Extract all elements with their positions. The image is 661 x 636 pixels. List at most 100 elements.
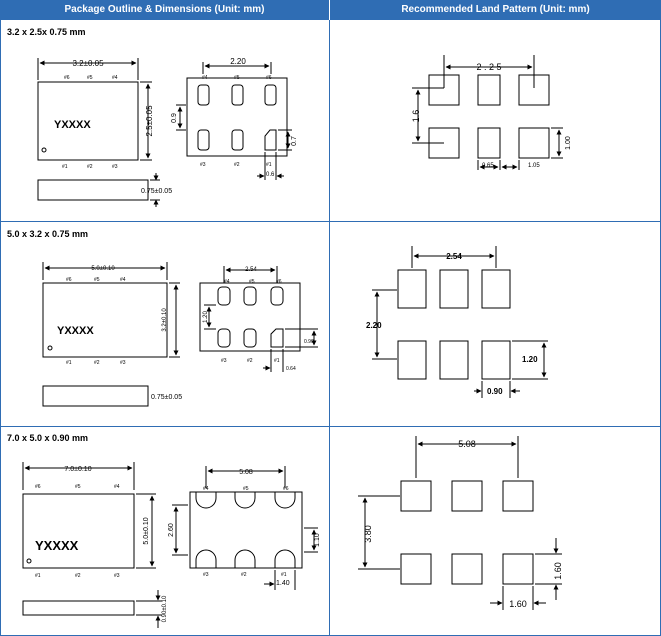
pkg2-thickness-label: 0.75±0.05	[151, 394, 182, 401]
pkg3-body	[22, 493, 135, 569]
land1-gap-label: 1.05	[528, 163, 540, 169]
land3-pad	[451, 480, 483, 512]
pkg3-bv-pin-bottom-1: #3	[203, 572, 209, 578]
pkg2-pad-len-label: 0.90	[304, 339, 314, 345]
pkg1-pin-bottom-2: #2	[87, 164, 93, 170]
land1-pad-h-label: 1.00	[565, 136, 572, 150]
land2-pad	[439, 340, 469, 380]
pkg2-pin-top-2: #5	[94, 277, 100, 283]
pkg2-bv-pin-top-2: #5	[249, 279, 255, 285]
pkg3-pad	[195, 491, 217, 509]
land1-x-label: 2 . 2 5	[476, 62, 501, 72]
pkg2-pin-top-3: #4	[120, 277, 126, 283]
land3-pad	[400, 480, 432, 512]
pkg3-bottom-body	[189, 491, 303, 569]
pkg2-pad-pin1	[270, 328, 284, 348]
pkg1-pin-bottom-1: #1	[62, 164, 68, 170]
pkg1-bv-pin-bottom-1: #3	[200, 162, 206, 168]
pkg1-pad	[231, 84, 244, 106]
pkg2-width-label: 5.0±0.10	[91, 266, 115, 272]
pkg1-side-view	[37, 179, 149, 201]
land3-pad	[502, 480, 534, 512]
pkg3-pitch-label: 5.08	[239, 469, 253, 476]
land3-pad	[502, 553, 534, 585]
pkg2-pad	[270, 286, 284, 306]
land-pattern-header: Recommended Land Pattern (Unit: mm)	[330, 0, 661, 20]
pkg3-pin-top-3: #4	[114, 484, 120, 490]
pkg3-pin-bottom-3: #3	[114, 573, 120, 579]
pkg3-pad	[195, 549, 217, 569]
outline-header: Package Outline & Dimensions (Unit: mm)	[0, 0, 329, 20]
pkg1-bv-pin-bottom-3: #1	[266, 162, 272, 168]
pkg1-pin-top-3: #4	[112, 75, 118, 81]
pkg1-bottom-body	[186, 77, 288, 157]
pkg3-gap-label: 2.60	[168, 523, 175, 537]
grid-left	[0, 20, 1, 636]
pkg2-pin1-dot	[47, 345, 53, 351]
grid-row-2	[0, 426, 661, 427]
pkg1-height-label: 2.5±0.05	[145, 105, 154, 137]
pkg2-pin-bottom-1: #1	[66, 360, 72, 366]
pkg3-marking: YXXXX	[35, 538, 79, 553]
pkg2-pad	[217, 286, 231, 306]
pkg2-pad	[243, 286, 257, 306]
pkg3-thickness-label: 0.90±0.10	[162, 595, 168, 622]
pkg3-pad	[274, 491, 296, 509]
pkg1-pin1-dot	[41, 147, 47, 153]
pkg1-bv-pin-bottom-2: #2	[234, 162, 240, 168]
pkg1-pad	[197, 129, 210, 151]
pkg2-pin-top-1: #6	[66, 277, 72, 283]
pkg1-pad	[231, 129, 244, 151]
pkg2-bottom-body	[199, 282, 301, 352]
pkg3-width-label: 7.0±0.10	[64, 466, 91, 473]
land3-pad	[400, 553, 432, 585]
pkg1-bv-pin-top-3: #6	[266, 75, 272, 81]
land2-pad	[439, 269, 469, 309]
pkg1-width-label: 3.2±0.05	[72, 59, 104, 68]
pkg1-pad-pin1	[264, 129, 277, 151]
pkg3-pad	[274, 549, 296, 569]
pkg1-pitch-label: 2.20	[230, 57, 246, 66]
pkg1-pad	[197, 84, 210, 106]
pkg2-bv-pin-top-3: #6	[276, 279, 282, 285]
pkg3-pin-bottom-2: #2	[75, 573, 81, 579]
package-2-title: 5.0 x 3.2 x 0.75 mm	[7, 229, 89, 239]
land1-pad	[477, 74, 501, 106]
pkg3-pin-top-2: #5	[75, 484, 81, 490]
grid-middle	[329, 20, 330, 636]
pkg1-pad-w-label: 0.6	[266, 172, 275, 178]
pkg2-bv-pin-bottom-3: #1	[274, 358, 280, 364]
pkg3-bv-pin-top-3: #6	[283, 486, 289, 492]
pkg3-pad	[234, 491, 256, 509]
pkg1-pin-bottom-3: #3	[112, 164, 118, 170]
package-3-title: 7.0 x 5.0 x 0.90 mm	[7, 433, 89, 443]
pkg3-bv-pin-bottom-3: #1	[281, 572, 287, 578]
pkg3-pad	[234, 549, 256, 569]
pkg2-side-view	[42, 385, 149, 407]
land2-x-label: 2.54	[446, 252, 462, 261]
pkg2-pad	[217, 328, 231, 348]
pkg3-pin-bottom-1: #1	[35, 573, 41, 579]
pkg3-bv-pin-top-1: #4	[203, 486, 209, 492]
pkg2-height-label: 3.2±0.10	[162, 308, 168, 332]
land3-pad-h-label: 1.60	[553, 562, 563, 580]
land3-pad	[451, 553, 483, 585]
land2-pad-w-label: 0.90	[487, 387, 503, 396]
pkg1-body	[37, 81, 139, 161]
pkg2-body	[42, 282, 168, 358]
grid-row-1	[0, 221, 661, 222]
package-1-title: 3.2 x 2.5x 0.75 mm	[7, 27, 86, 37]
pkg3-bv-pin-top-2: #5	[243, 486, 249, 492]
pkg3-bv-pin-bottom-2: #2	[241, 572, 247, 578]
land2-pad	[397, 340, 427, 380]
land3-x-label: 5.08	[458, 439, 476, 449]
pkg1-bv-pin-top-1: #4	[202, 75, 208, 81]
land1-y-label: 1.6	[411, 110, 421, 123]
pkg3-pad-w-label: 1.40	[276, 580, 290, 587]
pkg3-pin1-dot	[26, 558, 32, 564]
pkg1-pad	[264, 84, 277, 106]
pkg2-pin-bottom-3: #3	[120, 360, 126, 366]
pkg2-bv-pin-bottom-1: #3	[221, 358, 227, 364]
pkg2-pitch-label: 2.54	[245, 267, 257, 273]
pkg1-bv-pin-top-2: #5	[234, 75, 240, 81]
